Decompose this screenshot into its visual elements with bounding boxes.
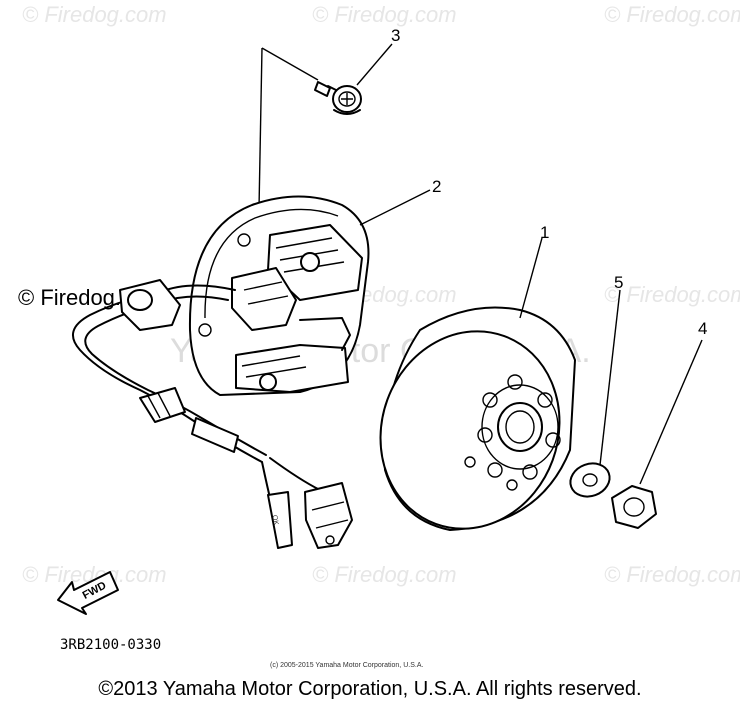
diagram-code: 3RB2100-0330 [60, 637, 161, 653]
callout-part2: 2 [432, 177, 441, 196]
callout-part4: 4 [698, 319, 707, 338]
leader-part5 [599, 289, 621, 466]
screw-part3 [314, 81, 362, 115]
rotor-part1 [379, 306, 576, 531]
footer-copyright: ©2013 Yamaha Motor Corporation, U.S.A. A… [98, 678, 642, 700]
wire-tag-label: OK [271, 515, 280, 527]
watermark-firedog: © Firedog.com [312, 562, 457, 587]
stator-part2 [188, 195, 370, 396]
watermark-firedog: © Firedog.com [604, 282, 740, 307]
leader-part1 [519, 237, 543, 319]
washer-part5 [569, 462, 611, 498]
wire-harness: OK [71, 279, 353, 549]
fwd-arrow-icon: FWD [57, 571, 119, 615]
leader-part4 [639, 339, 703, 485]
leader-part2 [359, 189, 431, 226]
callout-part1: 1 [540, 223, 549, 242]
small-copyright: (c) 2005-2015 Yamaha Motor Corporation, … [270, 662, 423, 669]
watermark-firedog: © Firedog.com [604, 2, 740, 27]
watermark-firedog: © Firedog.com [604, 562, 740, 587]
watermark-firedog: © Firedog.com [22, 2, 167, 27]
watermark-firedog: © Firedog.com [312, 2, 457, 27]
callout-part3: 3 [391, 26, 400, 45]
callout-part5: 5 [614, 273, 623, 292]
nut-part4 [611, 485, 657, 529]
